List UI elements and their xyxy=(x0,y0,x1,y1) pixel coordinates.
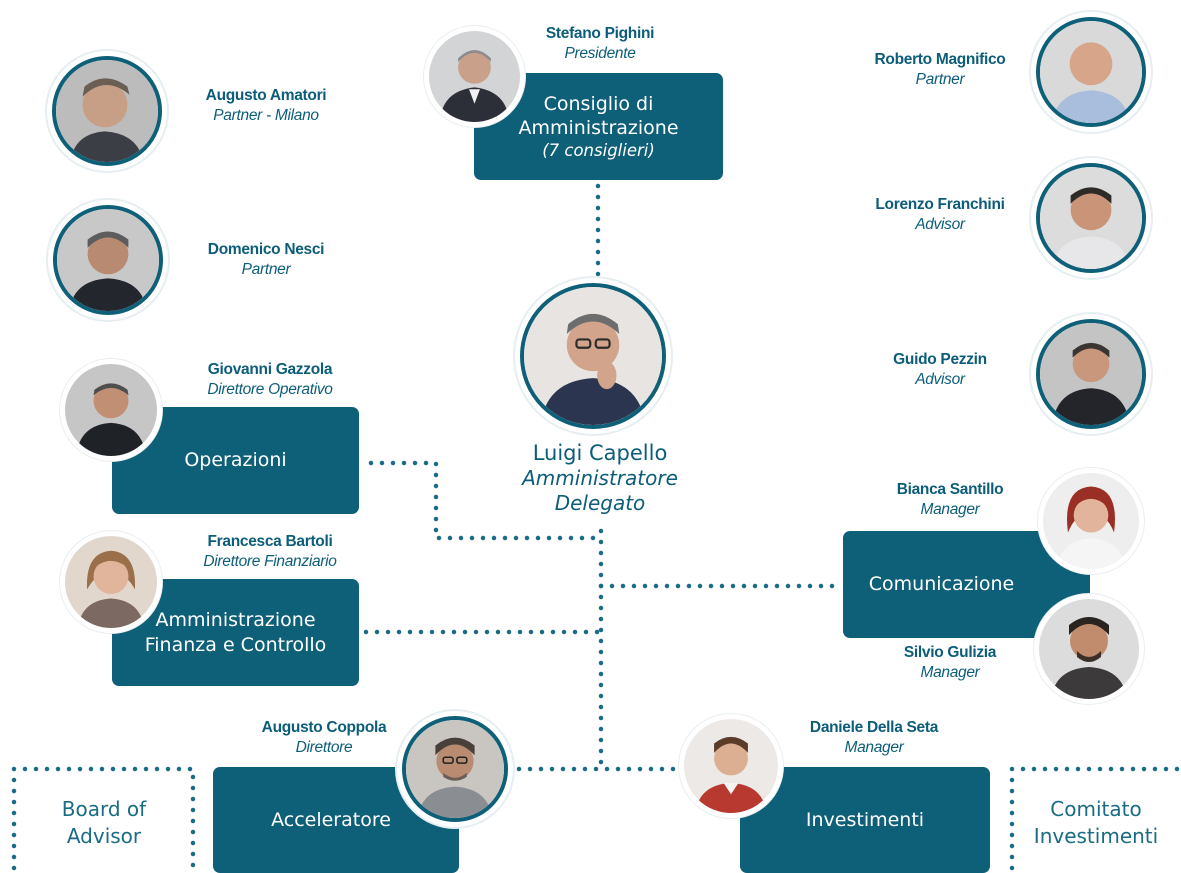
person-role: Direttore xyxy=(295,739,353,757)
person-silvio-gulizia: Silvio Gulizia Manager xyxy=(872,643,1028,683)
person-name: Stefano Pighini xyxy=(545,25,655,42)
board-of-advisor-label: Board of Advisor xyxy=(61,796,147,848)
person-role: Partner xyxy=(915,71,965,89)
amministrazione-finanza-controllo-title: Amministrazione Finanza e Controllo xyxy=(144,609,327,656)
avatar-lorenzo-franchini xyxy=(1036,163,1146,273)
avatar-guido-pezzin xyxy=(1036,319,1146,429)
person-role: Presidente xyxy=(564,45,636,63)
portrait-icon xyxy=(65,536,157,628)
avatar-augusto-coppola xyxy=(402,716,508,822)
portrait-icon xyxy=(57,209,159,311)
portrait-icon xyxy=(56,60,158,162)
portrait-icon xyxy=(684,719,778,813)
avatar-giovanni-gazzola xyxy=(60,359,162,461)
person-role: Amministratore Delegato xyxy=(522,466,678,516)
portrait-icon xyxy=(429,31,520,122)
person-guido-pezzin: Guido Pezzin Advisor xyxy=(862,350,1018,390)
person-role: Advisor xyxy=(915,371,965,389)
comunicazione-title: Comunicazione xyxy=(868,573,1015,596)
person-name: Domenico Nesci xyxy=(207,241,325,258)
portrait-icon xyxy=(1039,599,1139,699)
person-name: Augusto Coppola xyxy=(261,719,387,736)
person-role: Partner xyxy=(241,261,291,279)
person-name: Augusto Amatori xyxy=(205,87,327,104)
portrait-icon xyxy=(1043,473,1139,569)
avatar-luigi-capello xyxy=(520,283,666,429)
avatar-stefano-pighini xyxy=(424,26,525,127)
person-role: Direttore Finanziario xyxy=(203,553,337,571)
person-role: Direttore Operativo xyxy=(207,381,333,399)
person-name: Guido Pezzin xyxy=(893,351,987,368)
avatar-daniele-della-seta xyxy=(679,714,783,818)
person-roberto-magnifico: Roberto Magnifico Partner xyxy=(862,50,1018,90)
person-name: Daniele Della Seta xyxy=(809,719,939,736)
connector-operazioni xyxy=(368,460,604,541)
person-role: Partner - Milano xyxy=(213,107,319,125)
person-name: Luigi Capello xyxy=(532,441,668,465)
person-domenico-nesci: Domenico Nesci Partner xyxy=(186,240,346,280)
person-name: Giovanni Gazzola xyxy=(207,361,333,378)
person-giovanni-gazzola: Giovanni Gazzola Direttore Operativo xyxy=(170,360,370,400)
person-augusto-amatori: Augusto Amatori Partner - Milano xyxy=(186,86,346,126)
person-stefano-pighini: Stefano Pighini Presidente xyxy=(520,24,680,64)
person-lorenzo-franchini: Lorenzo Franchini Advisor xyxy=(862,195,1018,235)
comitato-investimenti-border xyxy=(1009,766,1181,873)
portrait-icon xyxy=(65,364,157,456)
person-francesca-bartoli: Francesca Bartoli Direttore Finanziario xyxy=(170,532,370,572)
portrait-icon xyxy=(524,287,662,425)
avatar-roberto-magnifico xyxy=(1036,17,1146,127)
person-name: Bianca Santillo xyxy=(896,481,1004,498)
person-name: Roberto Magnifico xyxy=(874,51,1006,68)
avatar-augusto-amatori xyxy=(52,56,162,166)
person-role: Advisor xyxy=(915,216,965,234)
person-name: Silvio Gulizia xyxy=(903,644,997,661)
consiglio-amministrazione-title: Consiglio di Amministrazione xyxy=(518,92,679,139)
person-daniele-della-seta: Daniele Della Seta Manager xyxy=(782,718,966,758)
amministrazione-finanza-controllo-box[interactable]: Amministrazione Finanza e Controllo xyxy=(112,579,359,686)
investimenti-box[interactable]: Investimenti xyxy=(740,767,990,873)
person-name: Francesca Bartoli xyxy=(207,533,333,550)
portrait-icon xyxy=(1040,167,1142,269)
person-role: Manager xyxy=(844,739,904,757)
comitato-investimenti-label: Comitato Investimenti xyxy=(1033,796,1159,848)
consiglio-amministrazione-box[interactable]: Consiglio di Amministrazione (7 consigli… xyxy=(474,73,723,180)
person-role: Manager xyxy=(920,501,980,519)
portrait-icon xyxy=(406,720,504,818)
comitato-investimenti-box[interactable]: Comitato Investimenti xyxy=(1016,772,1176,873)
avatar-francesca-bartoli xyxy=(60,531,162,633)
person-bianca-santillo: Bianca Santillo Manager xyxy=(872,480,1028,520)
avatar-bianca-santillo xyxy=(1038,468,1144,574)
portrait-icon xyxy=(1040,323,1142,425)
portrait-icon xyxy=(1040,21,1142,123)
person-luigi-capello: Luigi Capello Amministratore Delegato xyxy=(490,440,710,516)
person-augusto-coppola: Augusto Coppola Direttore xyxy=(242,718,406,758)
avatar-domenico-nesci xyxy=(53,205,163,315)
person-name: Lorenzo Franchini xyxy=(875,196,1005,213)
board-of-advisor-box[interactable]: Board of Advisor xyxy=(18,772,190,873)
board-of-advisor-border xyxy=(11,766,196,873)
operazioni-title: Operazioni xyxy=(184,449,287,472)
avatar-silvio-gulizia xyxy=(1034,594,1144,704)
consiglio-amministrazione-subtitle: (7 consiglieri) xyxy=(542,141,655,161)
acceleratore-title: Acceleratore xyxy=(271,808,391,831)
investimenti-title: Investimenti xyxy=(805,808,925,831)
person-role: Manager xyxy=(920,664,980,682)
